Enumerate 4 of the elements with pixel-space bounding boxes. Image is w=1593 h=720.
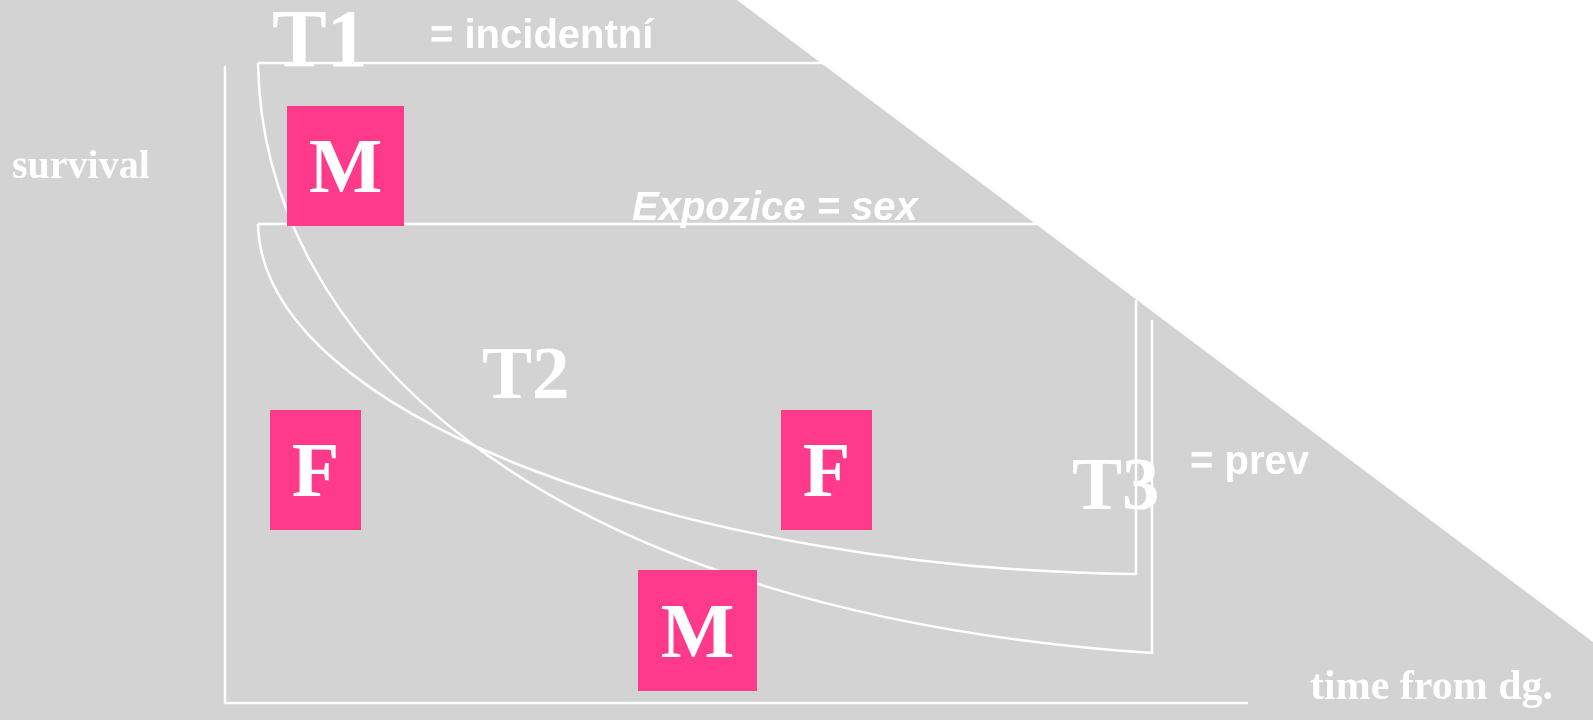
sex-marker-tile: F bbox=[270, 410, 361, 530]
sex-marker-tile: M bbox=[287, 106, 404, 226]
sex-marker-tile: F bbox=[781, 410, 872, 530]
sex-marker-tile: M bbox=[638, 570, 757, 691]
